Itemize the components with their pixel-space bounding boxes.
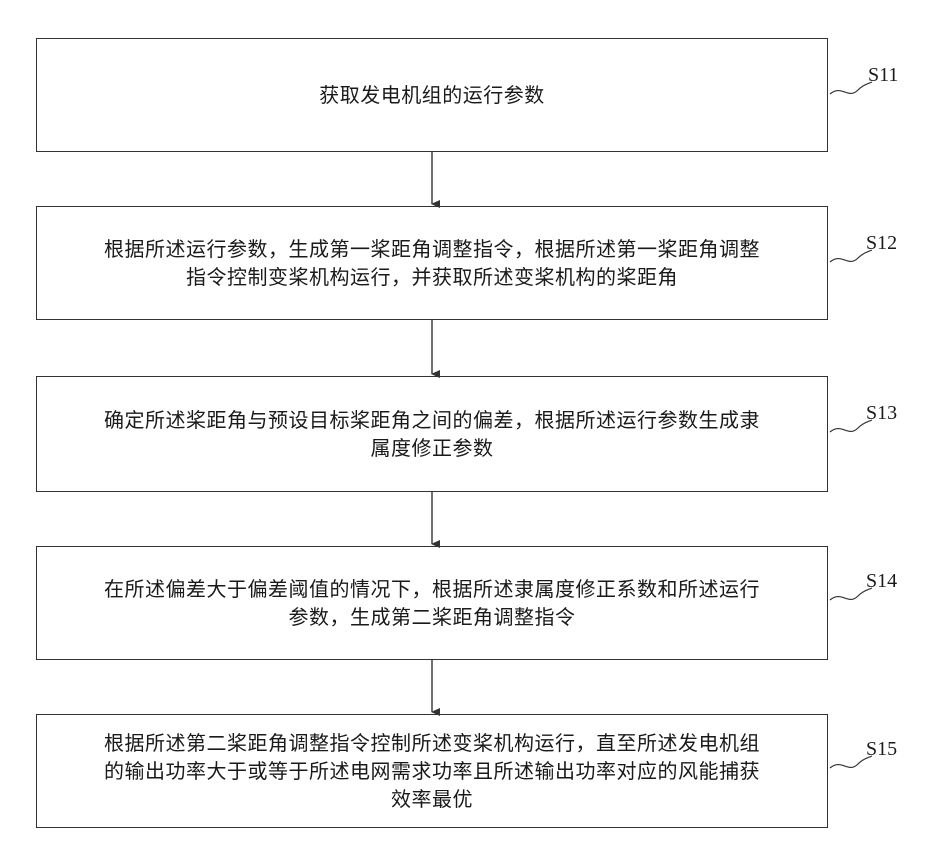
step-box-s14: 在所述偏差大于偏差阈值的情况下，根据所述隶属度修正系数和所述运行 参数，生成第二… <box>36 546 828 660</box>
step-text-s11: 获取发电机组的运行参数 <box>309 81 555 109</box>
step-label-s15: S15 <box>866 738 897 761</box>
step-box-s15: 根据所述第二桨距角调整指令控制所述变桨机构运行，直至所述发电机组 的输出功率大于… <box>36 714 828 828</box>
step-text-s14: 在所述偏差大于偏差阈值的情况下，根据所述隶属度修正系数和所述运行 参数，生成第二… <box>94 575 770 631</box>
step-text-s13: 确定所述桨距角与预设目标桨距角之间的偏差，根据所述运行参数生成隶 属度修正参数 <box>94 406 770 462</box>
step-text-s12: 根据所述运行参数，生成第一桨距角调整指令，根据所述第一桨距角调整 指令控制变桨机… <box>94 235 770 291</box>
step-label-s11: S11 <box>868 64 898 87</box>
step-label-s13: S13 <box>866 402 897 425</box>
step-box-s13: 确定所述桨距角与预设目标桨距角之间的偏差，根据所述运行参数生成隶 属度修正参数 <box>36 376 828 492</box>
step-label-s12: S12 <box>866 232 897 255</box>
step-box-s11: 获取发电机组的运行参数 <box>36 38 828 152</box>
step-label-s14: S14 <box>866 570 897 593</box>
leader-line-s11 <box>830 82 872 94</box>
step-box-s12: 根据所述运行参数，生成第一桨距角调整指令，根据所述第一桨距角调整 指令控制变桨机… <box>36 206 828 320</box>
step-text-s15: 根据所述第二桨距角调整指令控制所述变桨机构运行，直至所述发电机组 的输出功率大于… <box>94 729 770 813</box>
